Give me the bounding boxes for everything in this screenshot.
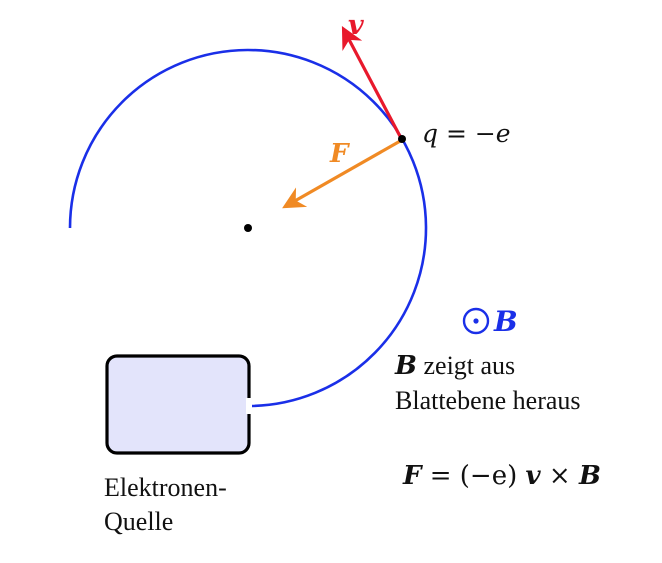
lorentz-formula: F = (−e) v × B xyxy=(402,461,601,491)
field-note-symbol: B xyxy=(394,351,417,381)
electron-source-box xyxy=(105,354,251,455)
field-note-text-1: zeigt aus xyxy=(417,351,515,380)
source-label-line-1: Elektronen- xyxy=(104,473,227,502)
force-label: F xyxy=(329,139,350,169)
formula-force: F xyxy=(402,461,423,491)
source-label-line-2: Quelle xyxy=(104,507,173,536)
electron-point xyxy=(398,135,406,143)
velocity-label: v xyxy=(348,10,364,41)
formula-times: × xyxy=(541,461,579,491)
velocity-arrow xyxy=(341,26,404,141)
field-note-line-2: Blattebene heraus xyxy=(395,386,581,415)
field-symbol: B xyxy=(493,305,518,338)
formula-middle: = (−e) xyxy=(421,461,525,491)
circle-center-point xyxy=(244,224,252,232)
formula-velocity: v xyxy=(526,461,542,491)
electron-trajectory xyxy=(68,48,428,408)
force-arrow xyxy=(282,138,403,209)
field-out-of-plane-icon xyxy=(462,307,490,335)
field-note-line-1: B zeigt aus xyxy=(394,351,515,381)
formula-field: B xyxy=(578,461,601,491)
charge-label: q = −e xyxy=(422,119,511,148)
